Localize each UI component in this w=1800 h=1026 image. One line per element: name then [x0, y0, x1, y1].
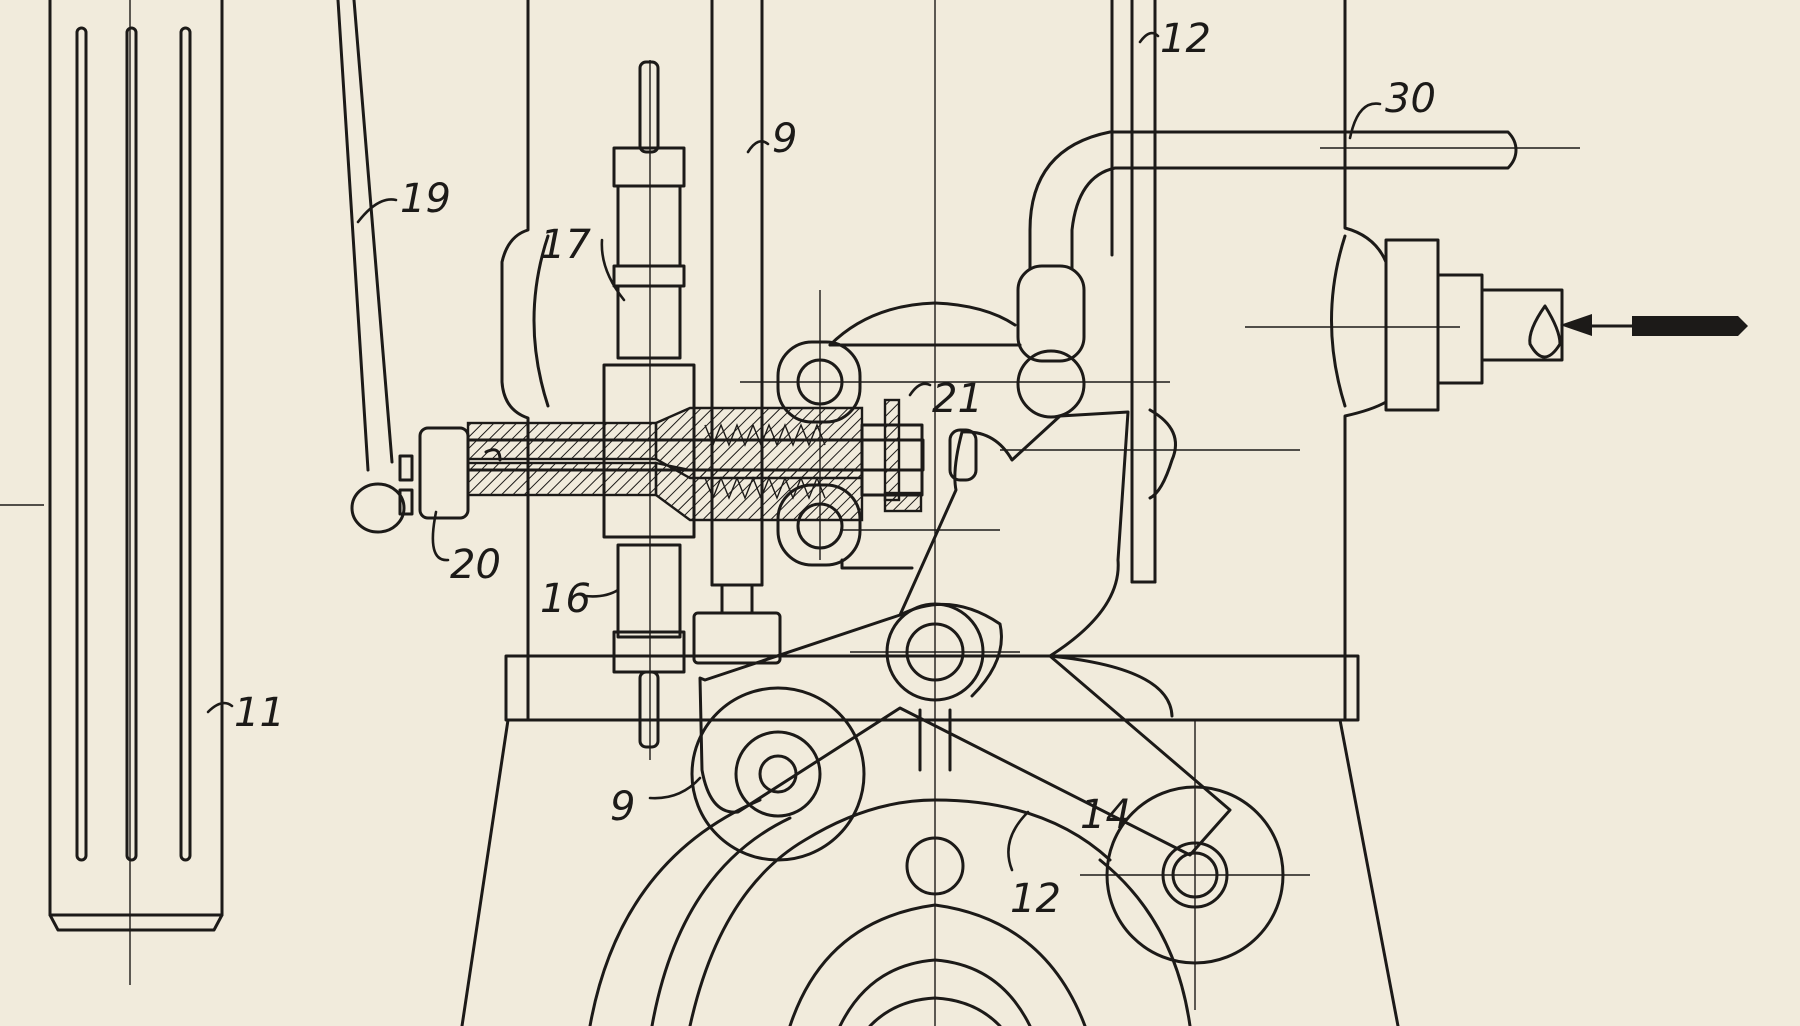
spring-valve-section — [418, 398, 978, 522]
label-item-30: 30 — [1348, 76, 1436, 140]
crank-disk — [588, 798, 1192, 1026]
label-item-9-top: 9 — [746, 116, 797, 162]
svg-text:21: 21 — [932, 376, 983, 422]
label-item-19: 19 — [356, 176, 451, 224]
inlet-nozzle — [1384, 238, 1748, 412]
svg-text:30: 30 — [1385, 76, 1436, 122]
svg-text:11: 11 — [234, 690, 285, 736]
fluted-column — [48, 0, 224, 932]
label-item-12-bottom: 12 — [1007, 810, 1061, 922]
svg-text:12: 12 — [1160, 16, 1211, 62]
svg-text:19: 19 — [400, 176, 451, 222]
part-labels: 12 30 9 19 17 21 20 16 — [206, 16, 1436, 922]
label-item-20: 20 — [431, 510, 501, 588]
label-item-17: 17 — [540, 222, 626, 302]
label-item-14: 14 — [1080, 792, 1131, 838]
svg-text:20: 20 — [450, 542, 501, 588]
valve-spring — [704, 423, 826, 500]
svg-text:14: 14 — [1080, 792, 1131, 838]
label-item-21: 21 — [908, 376, 983, 422]
frame-body — [460, 0, 1400, 1026]
label-item-11: 11 — [206, 690, 285, 736]
svg-text:12: 12 — [1010, 876, 1061, 922]
hand-lever — [336, 0, 414, 534]
push-rod — [692, 0, 782, 665]
label-item-9-bottom: 9 — [610, 776, 702, 830]
svg-text:9: 9 — [610, 784, 635, 830]
label-item-16: 16 — [540, 576, 620, 622]
center-lines — [0, 0, 1580, 1026]
svg-text:17: 17 — [540, 222, 591, 268]
vertical-rod — [1130, 0, 1157, 584]
bent-pipe — [1016, 130, 1518, 419]
svg-text:9: 9 — [772, 116, 797, 162]
svg-text:16: 16 — [540, 576, 591, 622]
valve-stack — [602, 60, 696, 749]
label-item-12-top: 12 — [1138, 16, 1211, 62]
